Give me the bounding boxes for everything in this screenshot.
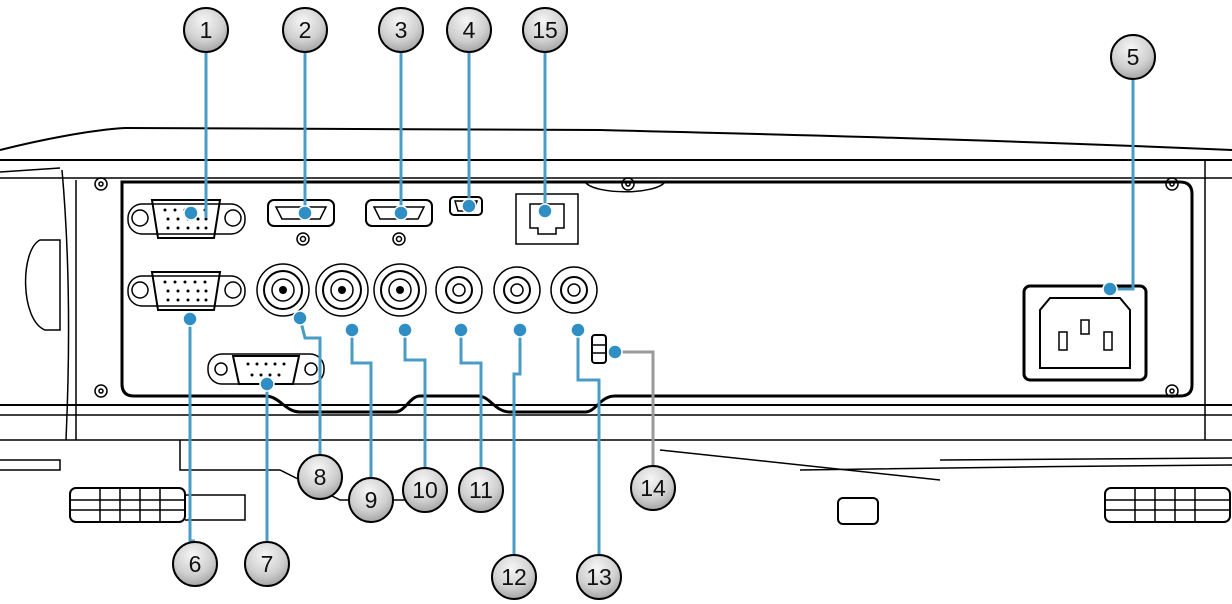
callout-4: 4 [446, 7, 492, 53]
connector-dot-10 [397, 322, 413, 338]
audio-jack-3 [550, 266, 598, 314]
callout-5: 5 [1110, 34, 1156, 80]
callout-circle-9 [348, 477, 394, 523]
connector-dot-5 [1102, 281, 1118, 297]
callout-number-15: 15 [532, 17, 558, 43]
callout-number-12: 12 [501, 564, 527, 590]
ac-power-socket [1022, 284, 1148, 382]
callout-10: 10 [402, 467, 448, 513]
callout-number-9: 9 [365, 487, 378, 513]
leader-line-8 [298, 317, 322, 454]
callout-circle-13 [576, 554, 622, 600]
leader-line-11 [459, 330, 483, 467]
callout-circle-5 [1110, 34, 1156, 80]
callout-circle-6 [172, 541, 218, 587]
callout-number-3: 3 [395, 17, 408, 43]
callout-11: 11 [458, 467, 504, 513]
rca-composite-port [256, 263, 310, 317]
callout-number-11: 11 [469, 477, 493, 503]
connector-dot-1 [183, 205, 199, 221]
callout-circle-2 [282, 7, 328, 53]
leader-line-6 [188, 319, 195, 543]
callout-1: 1 [183, 7, 229, 53]
panel-screws [94, 177, 1179, 398]
callout-circle-11 [458, 467, 504, 513]
connector-panel [120, 180, 1194, 414]
callout-number-1: 1 [200, 17, 213, 43]
hdmi-2-port [365, 199, 433, 246]
callout-6: 6 [172, 541, 218, 587]
connector-dot-3 [393, 205, 409, 221]
callout-number-5: 5 [1127, 44, 1140, 70]
callout-15: 15 [522, 7, 568, 53]
rca-port-2 [315, 263, 369, 317]
connector-dot-14 [607, 344, 623, 360]
callout-circle-1 [183, 7, 229, 53]
connector-dot-12 [512, 322, 528, 338]
callout-circle-10 [402, 467, 448, 513]
callout-circle-7 [244, 541, 290, 587]
callout-12: 12 [491, 554, 537, 600]
connector-dot-13 [570, 322, 586, 338]
right-foot [837, 487, 1231, 525]
leader-line-12 [512, 330, 522, 554]
connector-dot-11 [453, 322, 469, 338]
callout-3: 3 [378, 7, 424, 53]
leader-line-9 [350, 330, 373, 477]
callout-2: 2 [282, 7, 328, 53]
leader-line-14 [615, 350, 655, 465]
rca-port-3 [373, 263, 427, 317]
callout-circle-12 [491, 554, 537, 600]
audio-jack-1 [435, 266, 483, 314]
leader-line-5 [1110, 80, 1135, 291]
callout-number-8: 8 [314, 464, 327, 490]
connector-dots [182, 198, 1118, 392]
callout-number-4: 4 [463, 17, 476, 43]
connector-dot-7 [259, 376, 275, 392]
callout-circle-14 [630, 465, 676, 511]
connector-dot-2 [297, 205, 313, 221]
audio-jack-2 [493, 266, 541, 314]
callout-number-7: 7 [261, 551, 274, 577]
rj45-lan-port [515, 193, 579, 245]
kensington-lock-slot [591, 334, 607, 364]
projector-body [0, 126, 1232, 525]
vga-out-port [127, 271, 246, 311]
callout-13: 13 [576, 554, 622, 600]
callout-number-13: 13 [586, 564, 612, 590]
leader-line-13 [576, 330, 601, 554]
left-foot [69, 487, 246, 523]
connector-dot-15 [537, 203, 553, 219]
callout-8: 8 [297, 454, 343, 500]
callout-7: 7 [244, 541, 290, 587]
connector-dot-9 [344, 322, 360, 338]
connector-dot-4 [461, 198, 477, 214]
callout-9: 9 [348, 477, 394, 523]
connector-dot-6 [182, 311, 198, 327]
callout-number-14: 14 [640, 475, 666, 501]
connector-dot-8 [292, 310, 308, 326]
callout-circle-4 [446, 7, 492, 53]
callout-number-2: 2 [299, 17, 312, 43]
callout-14: 14 [630, 465, 676, 511]
leader-line-10 [403, 330, 427, 467]
callout-number-6: 6 [189, 551, 202, 577]
callout-circle-3 [378, 7, 424, 53]
callout-circle-8 [297, 454, 343, 500]
callout-circle-15 [522, 7, 568, 53]
callout-number-10: 10 [412, 477, 438, 503]
